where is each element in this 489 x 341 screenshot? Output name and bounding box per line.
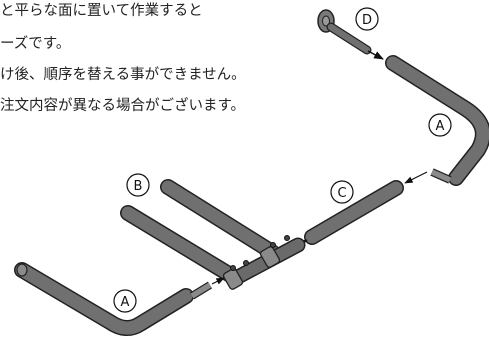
clamp-b-1 — [259, 246, 281, 268]
label-a-bottom: A — [113, 289, 137, 313]
connector-a-bottom — [190, 282, 212, 299]
note-line-1: と平らな面に置いて作業すると — [0, 3, 203, 19]
pipe-d — [327, 23, 371, 54]
clamp-b-2 — [222, 268, 244, 290]
pipe-a-top — [386, 56, 489, 185]
label-d: D — [355, 7, 379, 31]
part-a-bottom — [14, 262, 225, 336]
svg-text:A: A — [436, 119, 445, 134]
part-a-top — [385, 55, 489, 186]
label-c: C — [330, 180, 354, 204]
pipe-b-back — [161, 180, 279, 259]
svg-text:A: A — [121, 295, 130, 310]
note-line-4: 注文内容が異なる場合がございます。 — [0, 98, 246, 114]
part-d — [317, 9, 384, 60]
part-b — [120, 179, 306, 290]
arrow-d — [367, 50, 384, 60]
connector-a-top — [430, 169, 452, 183]
pipe-a-bottom — [15, 263, 193, 335]
label-a-top: A — [428, 113, 452, 137]
note-line-2: ーズです。 — [0, 36, 71, 52]
pipe-c — [305, 181, 403, 244]
arrow-a-b — [211, 277, 225, 285]
label-b: B — [126, 173, 150, 197]
svg-text:D: D — [362, 13, 372, 28]
svg-text:B: B — [134, 179, 143, 194]
pipe-b-front — [121, 206, 239, 283]
arrow-a-c — [404, 171, 428, 184]
note-line-3: け後、順序を替える事ができません。 — [0, 67, 246, 83]
svg-text:C: C — [337, 186, 346, 201]
